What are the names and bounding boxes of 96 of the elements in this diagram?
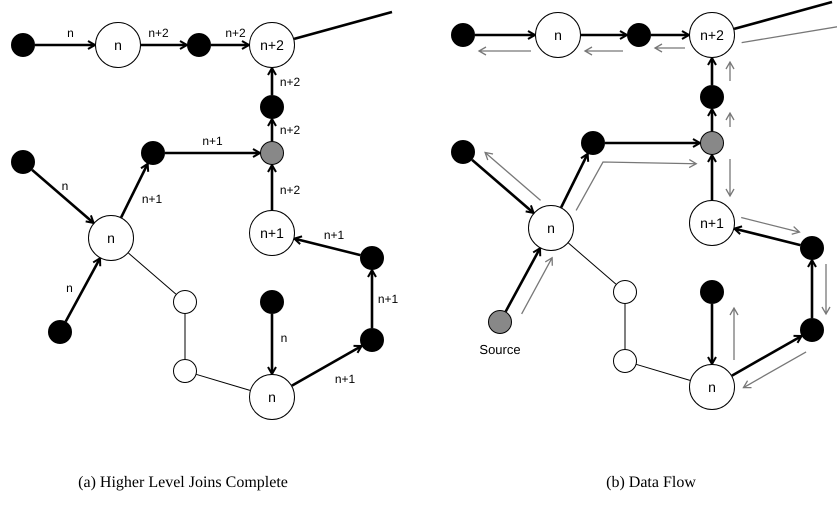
edge-label: n+1 [140,192,164,206]
panel-caption: (a) Higher Level Joins Complete [78,474,288,492]
edge-label: n+1 [334,372,356,386]
arrow [141,40,188,50]
arrow [211,40,250,50]
edge-label: n+2 [278,123,302,137]
arrow [293,235,361,256]
edge-label: n+2 [278,75,302,89]
arrow [731,334,803,377]
empty-node-circle [173,290,197,314]
flow-arrow [725,61,735,81]
arrow [504,247,542,312]
connector-line [184,314,186,360]
arrow [475,30,536,40]
flow-arrow [742,351,806,388]
connector-line [636,364,690,381]
arrow [267,67,277,95]
node-caption: Source [479,342,521,357]
connector-line [294,10,392,40]
connector-line [568,242,616,285]
arrow [733,225,801,246]
filled-node-circle [800,236,824,260]
arrow [35,40,96,50]
graph-node: n+2 [249,22,295,68]
edge-label: n+2 [147,26,170,40]
filled-node-circle [700,131,724,155]
filled-node-circle [360,246,384,270]
arrow [581,30,628,40]
arrow [707,154,717,200]
connector-line [734,0,832,30]
graph-node: n [95,22,141,68]
arrow [120,162,150,218]
arrow [707,108,717,131]
flow-arrow [729,307,739,360]
arrow [605,138,701,148]
filled-node-circle [488,310,512,334]
edge-label: n+1 [376,292,400,306]
flow-arrow [725,159,735,197]
arrow [651,30,690,40]
filled-node-circle [581,131,605,155]
graph-node: n [689,364,735,410]
flow-arrow [584,46,623,56]
edge-label: n+2 [224,26,247,40]
filled-node-circle [700,280,724,304]
filled-node-circle [627,23,651,47]
flow-arrow [521,257,553,314]
arrow [267,164,277,210]
flow-arrow [654,43,685,53]
flow-arrow [821,264,831,315]
panel-caption: (b) Data Flow [606,474,696,492]
arrow [367,269,377,328]
filled-node-circle [451,140,475,164]
edge-label: n+2 [278,183,302,197]
arrow [31,168,95,224]
arrow [471,158,535,214]
filled-node-circle [260,141,284,165]
flow-arrow [576,158,697,211]
graph-node: n [535,12,581,58]
arrow [707,57,717,85]
arrow [267,118,277,141]
arrow [807,259,817,318]
flow-arrow [725,112,735,127]
graph-node: n [528,205,574,251]
filled-node-circle [11,150,35,174]
filled-node-circle [451,23,475,47]
empty-node-circle [173,359,197,383]
graph-node: n [88,215,134,261]
filled-node-circle [187,33,211,57]
connector-line [624,304,626,350]
filled-node-circle [260,95,284,119]
edge-label: n+1 [322,228,346,242]
filled-node-circle [360,328,384,352]
arrow [291,344,363,387]
arrow [64,257,102,322]
filled-node-circle [11,33,35,57]
edge-label: n+1 [201,134,224,148]
filled-node-circle [48,320,72,344]
graph-node: n+1 [689,200,735,246]
graph-node: n [249,374,295,420]
flow-arrow [484,152,541,201]
filled-node-circle [700,85,724,109]
connector-line [128,252,176,295]
flow-arrow [741,216,800,235]
filled-node-circle [141,141,165,165]
filled-node-circle [800,318,824,342]
arrow [165,148,261,158]
arrow [707,304,717,365]
arrow [267,314,277,375]
flow-arrow [478,46,531,56]
graph-node: n+2 [689,12,735,58]
empty-node-circle [613,280,637,304]
connector-line [196,374,250,391]
filled-node-circle [260,290,284,314]
arrow [560,152,590,208]
empty-node-circle [613,349,637,373]
graph-node: n+1 [249,210,295,256]
